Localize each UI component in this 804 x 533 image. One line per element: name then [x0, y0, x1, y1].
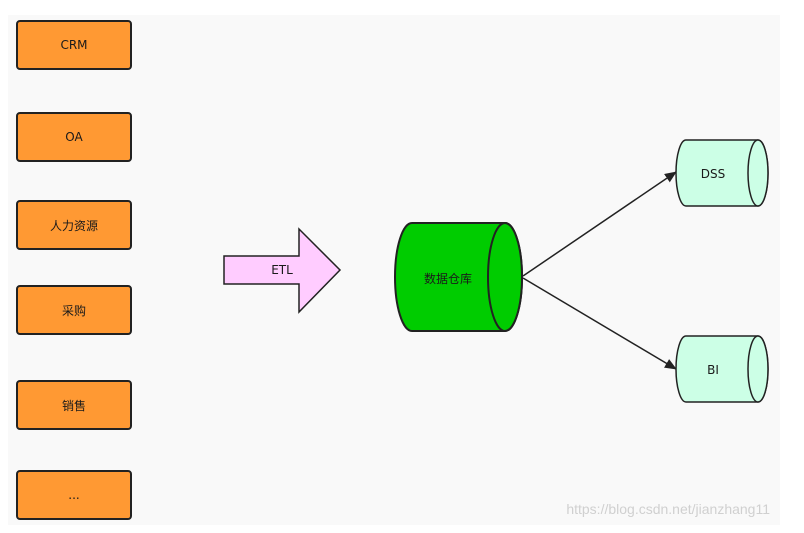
diagram-canvas — [8, 15, 780, 525]
watermark: https://blog.csdn.net/jianzhang11 — [566, 501, 770, 517]
source-more: ... — [16, 470, 132, 520]
source-sales: 销售 — [16, 380, 132, 430]
warehouse-cylinder — [394, 222, 523, 332]
source-oa: OA — [16, 112, 132, 162]
warehouse-label: 数据仓库 — [424, 271, 472, 286]
bi-label: BI — [707, 363, 719, 377]
source-crm: CRM — [16, 20, 132, 70]
etl-label: ETL — [271, 263, 293, 277]
source-procurement: 采购 — [16, 285, 132, 335]
connector-to-dss — [522, 171, 677, 277]
dss-cylinder — [675, 139, 769, 207]
dss-label: DSS — [701, 167, 725, 181]
etl-arrow — [223, 227, 342, 314]
bi-cylinder — [675, 335, 769, 403]
connector-to-bi — [522, 277, 677, 370]
source-hr: 人力资源 — [16, 200, 132, 250]
